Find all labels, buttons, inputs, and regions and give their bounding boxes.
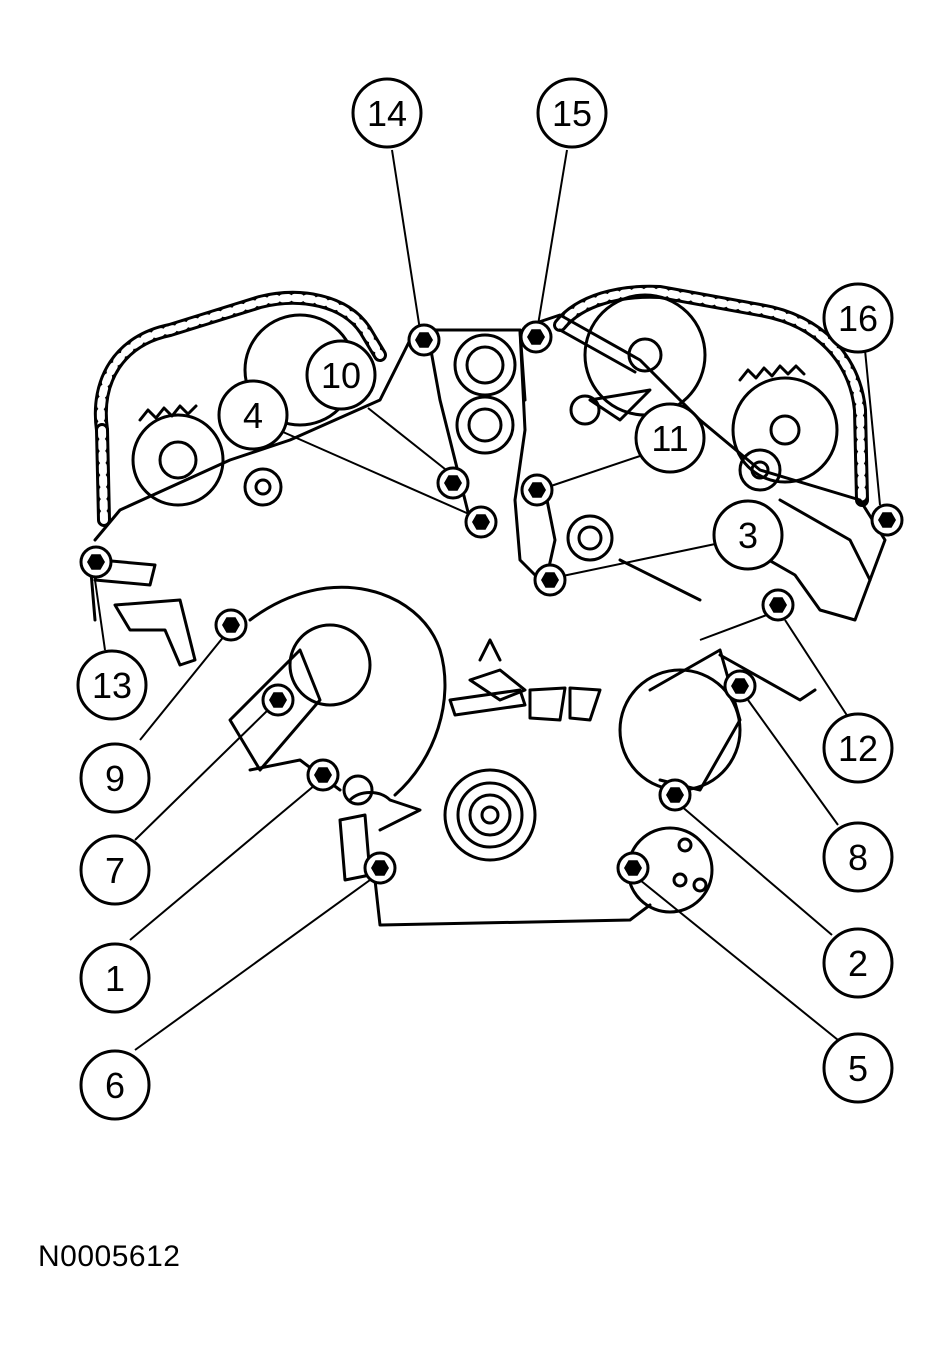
svg-text:4: 4 (243, 395, 263, 436)
bolt-7 (261, 683, 295, 717)
bolt-16 (870, 503, 904, 537)
bolt-6 (363, 851, 397, 885)
bolt-15 (519, 320, 553, 354)
callout-7: 7 (79, 834, 151, 906)
figure-id: N0005612 (38, 1240, 181, 1273)
tensioner-arm (513, 328, 557, 587)
upper-idler-pulley (453, 333, 517, 397)
bolts (79, 320, 904, 885)
callout-15: 15 (536, 77, 608, 149)
crankshaft-pulley (443, 768, 537, 862)
callout-2: 2 (822, 927, 894, 999)
callout-8: 8 (822, 821, 894, 893)
bolt-3 (533, 563, 567, 597)
callout-13: 13 (76, 649, 148, 721)
callouts: 14 15 10 4 11 16 3 13 12 9 7 8 1 2 6 5 (76, 77, 894, 1121)
lower-idler-pulley (455, 395, 515, 455)
callout-6: 6 (79, 1049, 151, 1121)
left-head-outline (93, 328, 472, 542)
callout-9: 9 (79, 742, 151, 814)
svg-text:11: 11 (651, 418, 688, 459)
left-cam-sprocket (131, 413, 225, 507)
callout-5: 5 (822, 1032, 894, 1104)
svg-text:1: 1 (105, 958, 125, 999)
svg-text:15: 15 (552, 93, 592, 134)
svg-text:8: 8 (848, 837, 868, 878)
svg-text:6: 6 (105, 1065, 125, 1106)
svg-text:10: 10 (321, 355, 361, 396)
bolt-11 (520, 473, 554, 507)
svg-text:16: 16 (838, 298, 878, 339)
bolt-12 (761, 588, 795, 622)
svg-text:13: 13 (92, 665, 132, 706)
right-cover-pulley (618, 668, 742, 792)
svg-text:12: 12 (838, 728, 878, 769)
svg-text:14: 14 (367, 93, 407, 134)
cover-bottom-edge (373, 878, 652, 927)
right-timing-chain (553, 284, 869, 507)
callout-11: 11 (634, 402, 706, 474)
callout-4: 4 (217, 379, 289, 451)
bolt-1 (306, 758, 340, 792)
callout-12: 12 (822, 712, 894, 784)
svg-text:5: 5 (848, 1048, 868, 1089)
bolt-9 (214, 608, 248, 642)
callout-10: 10 (305, 339, 377, 411)
bolt-4 (464, 505, 498, 539)
svg-text:9: 9 (105, 758, 125, 799)
bolt-10 (436, 466, 470, 500)
callout-14: 14 (351, 77, 423, 149)
callout-3: 3 (712, 499, 784, 571)
bolt-13 (79, 545, 113, 579)
right-head-outline (528, 313, 887, 622)
callout-16: 16 (822, 282, 894, 354)
bolt-8 (723, 669, 757, 703)
svg-text:3: 3 (738, 515, 758, 556)
front-cover-outline (248, 585, 447, 797)
leader-lines (94, 149, 881, 1051)
bolt-5 (616, 851, 650, 885)
callout-1: 1 (79, 942, 151, 1014)
left-cover-hub (288, 623, 372, 707)
bolt-2 (658, 778, 692, 812)
engine-line-art (88, 284, 887, 927)
bolt-14 (407, 323, 441, 357)
svg-text:2: 2 (848, 943, 868, 984)
right-lower-sprocket (731, 376, 839, 484)
svg-text:7: 7 (105, 850, 125, 891)
